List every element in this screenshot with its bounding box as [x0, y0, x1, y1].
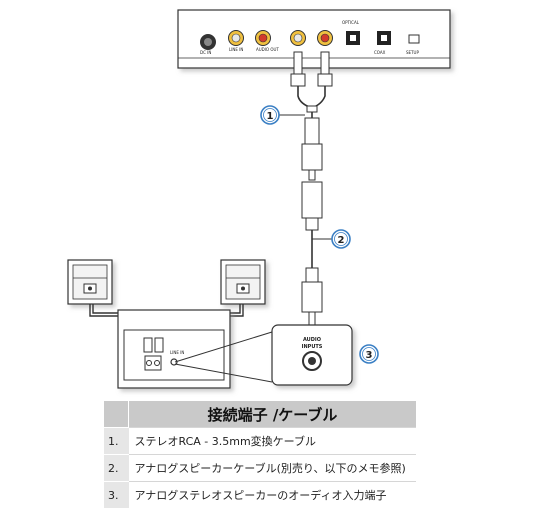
amp-speaker-terminals [143, 337, 164, 371]
jack-label-line-1: AUDIO [303, 337, 321, 343]
label-dc-in: DC IN [200, 50, 211, 55]
callout-2: 2 [312, 229, 351, 249]
callout-3: 3 [359, 344, 379, 364]
audio-out-rca-red [317, 30, 333, 46]
line-in-rca-white [228, 30, 244, 46]
right-speaker [220, 259, 266, 305]
speaker-cable [301, 181, 323, 327]
svg-text:1: 1 [267, 111, 274, 122]
label-line-in: LINE IN [229, 47, 243, 52]
setup-port [408, 34, 420, 44]
media-device: DC IN LINE IN AUDIO OUT OPTICAL COAX SET… [177, 9, 451, 69]
rca-plugs [290, 51, 333, 87]
audio-out-rca-white [290, 30, 306, 46]
legend-title: 接続端子 /ケーブル [128, 401, 416, 428]
line-in-rca-red [255, 30, 271, 46]
label-audio-out: AUDIO OUT [256, 47, 279, 52]
legend-row: 2. アナログスピーカーケーブル(別売り、以下のメモ参照) [104, 454, 416, 482]
legend-row: 1. ステレオRCA - 3.5mm変換ケーブル [104, 427, 416, 455]
legend-row-num: 2. [104, 454, 129, 482]
legend-row-num: 1. [104, 427, 129, 455]
amp-input-jack [170, 358, 178, 366]
amp-input-label: LINE IN [170, 350, 184, 355]
35mm-plug-top [301, 117, 323, 181]
label-optical: OPTICAL [342, 20, 360, 25]
legend-row-text: アナログステレオスピーカーのオーディオ入力端子 [128, 481, 416, 508]
callout-1: 1 [260, 105, 305, 125]
legend-row-num: 3. [104, 481, 129, 508]
legend-header-num [104, 401, 129, 428]
left-speaker [67, 259, 113, 305]
audio-input-panel: AUDIO INPUTS [271, 324, 353, 386]
speaker-amp-rear: LINE IN [117, 309, 273, 389]
legend-row-text: ステレオRCA - 3.5mm変換ケーブル [128, 427, 416, 455]
label-coax: COAX [374, 50, 386, 55]
jack-label-line-2: INPUTS [302, 344, 323, 350]
connection-diagram: DC IN LINE IN AUDIO OUT OPTICAL COAX SET… [67, 9, 451, 389]
legend-row-text: アナログスピーカーケーブル(別売り、以下のメモ参照) [128, 454, 416, 482]
svg-text:2: 2 [338, 235, 345, 246]
legend-header: 接続端子 /ケーブル [104, 401, 416, 428]
svg-text:3: 3 [366, 350, 373, 361]
legend-row: 3. アナログステレオスピーカーのオーディオ入力端子 [104, 481, 416, 508]
legend-table: 接続端子 /ケーブル 1. ステレオRCA - 3.5mm変換ケーブル 2. ア… [104, 401, 416, 508]
label-setup: SETUP [406, 50, 419, 55]
